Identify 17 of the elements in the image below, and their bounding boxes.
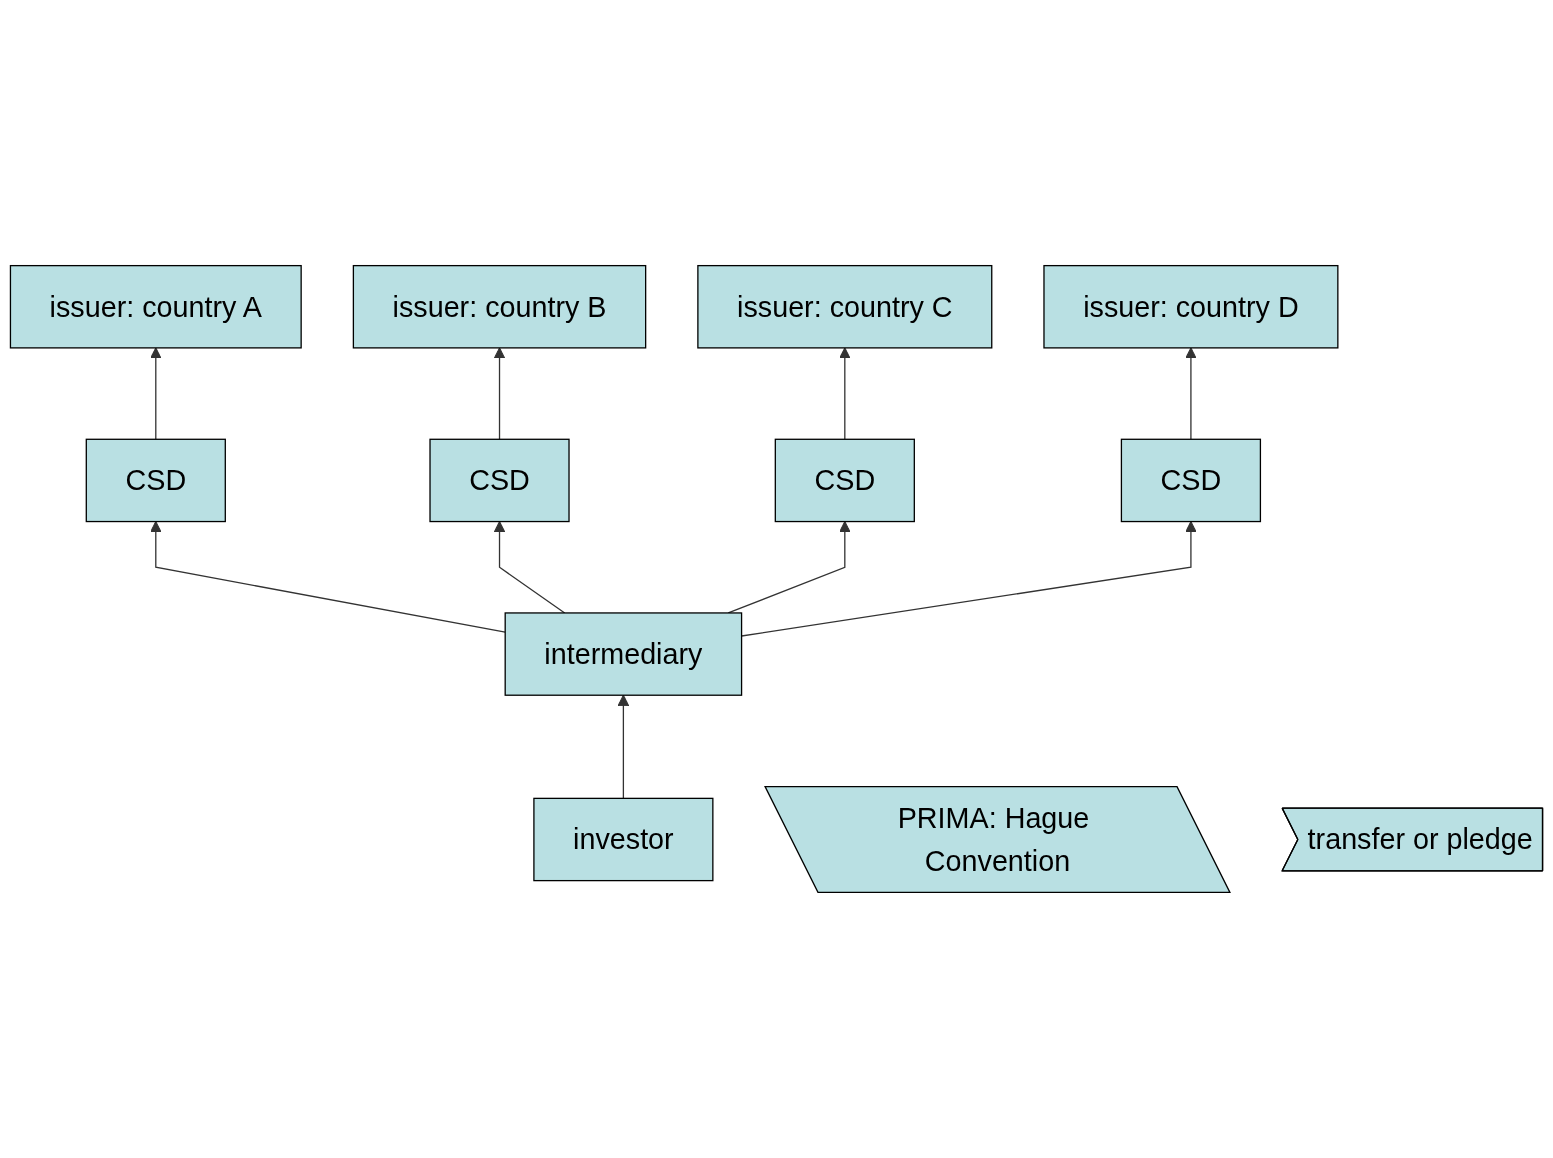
node-box: issuer: country D (1043, 264, 1339, 349)
arrow (1185, 347, 1197, 440)
node-box: issuer: country A (9, 264, 302, 349)
arrow (150, 347, 162, 440)
arrow (617, 694, 630, 799)
node-box: CSD (1120, 438, 1262, 523)
node-box: issuer: country B (352, 264, 647, 349)
arrow (493, 521, 566, 614)
arrow (493, 347, 506, 440)
node-box: CSD (429, 438, 570, 523)
node-box: CSD (85, 438, 226, 523)
node-box: investor (533, 797, 714, 882)
arrow (150, 521, 506, 633)
node-box: issuer: country C (697, 264, 993, 349)
arrow (839, 347, 851, 440)
node-box: CSD (774, 438, 915, 523)
node-box: intermediary (504, 612, 743, 696)
